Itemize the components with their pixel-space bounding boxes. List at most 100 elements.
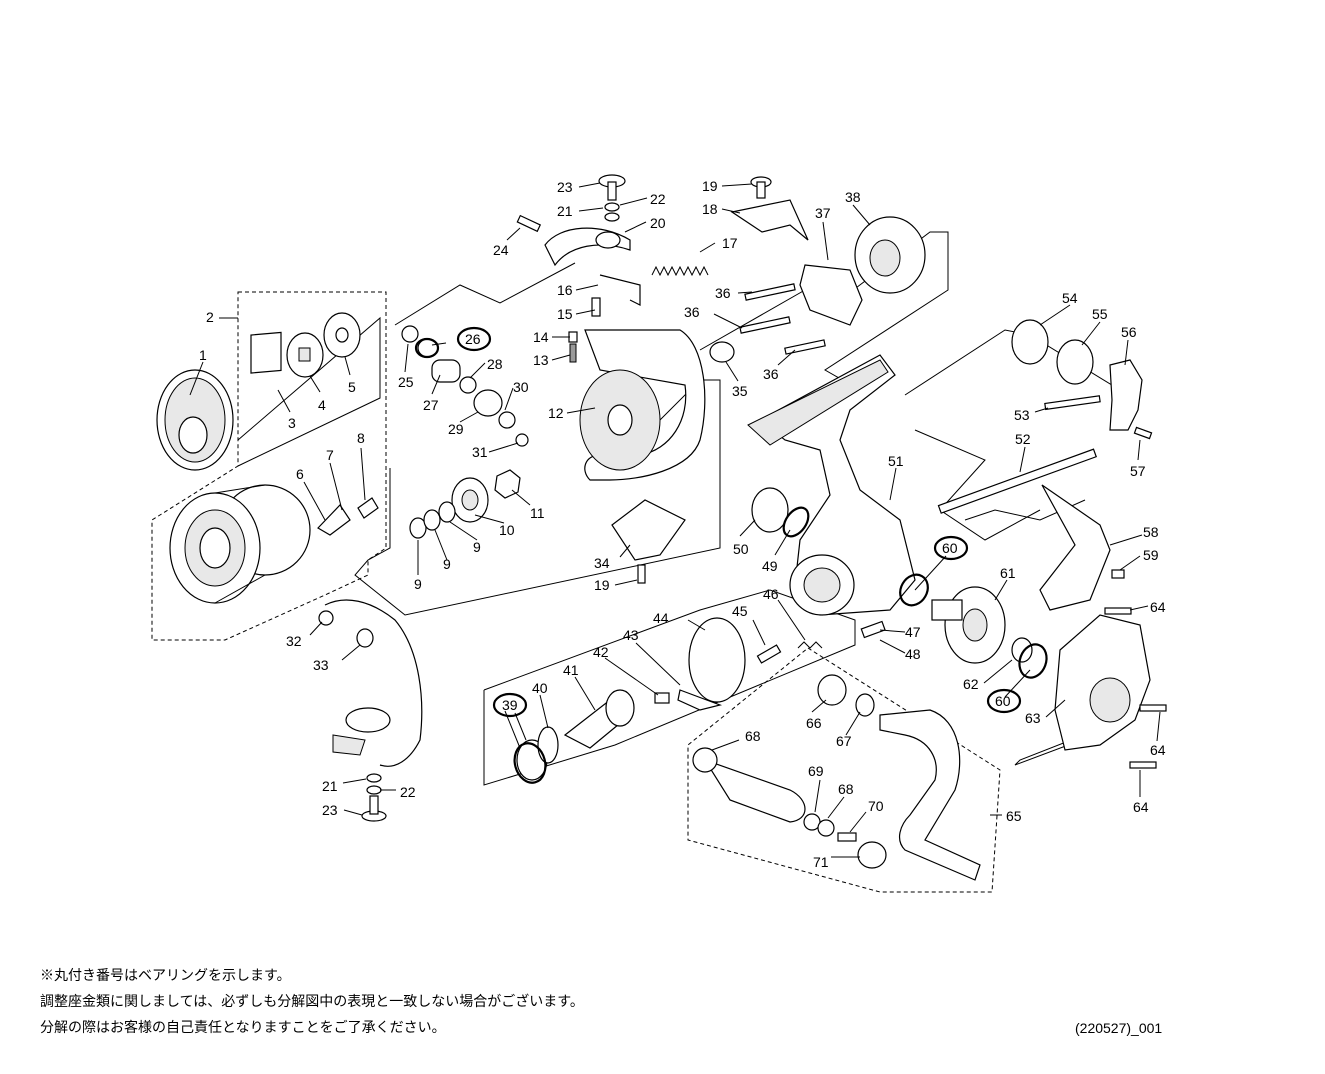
rotor-nut-38 (854, 216, 926, 294)
washer-30 (498, 411, 516, 429)
body-cover-58 (1039, 484, 1111, 611)
label-25: 25 (398, 374, 414, 390)
spring-46 (797, 641, 823, 649)
screw-64b (1139, 704, 1167, 712)
label-42: 42 (593, 644, 609, 660)
spool-assembly-dashed-box (151, 291, 387, 641)
ring-28 (459, 376, 477, 394)
label-55: 55 (1092, 306, 1108, 322)
label-2: 2 (206, 309, 214, 325)
bail-spring-17 (651, 265, 709, 277)
sleeve-27 (431, 359, 461, 383)
label-60b: 60 (995, 693, 1011, 709)
label-36a: 36 (715, 285, 731, 301)
screw-36b (739, 316, 791, 334)
drag-spring (317, 504, 351, 536)
washer-9b (423, 509, 441, 531)
label-63: 63 (1025, 710, 1041, 726)
ring-44 (688, 617, 746, 703)
gear-54 (1011, 319, 1049, 365)
label-27: 27 (423, 397, 439, 413)
gear-55 (1056, 339, 1094, 385)
washer-22-top (604, 212, 620, 222)
screw-23-bottom (361, 795, 387, 822)
handle-arm-65 (879, 709, 981, 881)
screw-70 (837, 832, 857, 842)
washer-22-bottom (366, 785, 382, 795)
screw-24 (516, 214, 542, 233)
collar-62 (1011, 637, 1033, 663)
gasket-37 (799, 264, 863, 326)
spool (169, 484, 311, 604)
reel-body (747, 354, 916, 616)
screw-42 (654, 692, 670, 704)
label-39: 39 (502, 697, 518, 713)
label-71: 71 (813, 854, 829, 870)
label-43: 43 (623, 627, 639, 643)
bail-wire-16 (599, 274, 641, 306)
label-24: 24 (493, 242, 509, 258)
label-31: 31 (472, 444, 488, 460)
label-19b: 19 (594, 577, 610, 593)
bail-arm-lower (324, 599, 423, 767)
label-33: 33 (313, 657, 329, 673)
screw-23-top (598, 174, 626, 201)
label-26: 26 (465, 331, 481, 347)
main-shaft-52 (937, 448, 1098, 514)
label-64c: 64 (1133, 799, 1149, 815)
collar-25 (401, 325, 419, 343)
spool-clicker-plate (250, 331, 282, 374)
label-69: 69 (808, 763, 824, 779)
label-22b: 22 (400, 784, 416, 800)
label-65: 65 (1006, 808, 1022, 824)
label-21b: 21 (322, 778, 338, 794)
label-12: 12 (548, 405, 564, 421)
label-5: 5 (348, 379, 356, 395)
label-8: 8 (357, 430, 365, 446)
label-19a: 19 (702, 178, 718, 194)
clip-43 (677, 689, 723, 711)
label-22a: 22 (650, 191, 666, 207)
screw-14 (568, 331, 578, 343)
label-61: 61 (1000, 565, 1016, 581)
label-34: 34 (594, 555, 610, 571)
label-54: 54 (1062, 290, 1078, 306)
label-49: 49 (762, 558, 778, 574)
label-53: 53 (1014, 407, 1030, 423)
washer-68b (817, 819, 835, 837)
note-adjustment-washers: 調整座金類に関しましては、必ずしも分解図中の表現と一致しない場合がございます。 (40, 993, 584, 1009)
part-labels: 2 1 3 4 5 6 7 8 9 9 9 10 11 12 13 14 15 … (199, 178, 1166, 870)
washer-9c (438, 501, 456, 523)
pinion-41 (563, 689, 635, 749)
bearing-markers (414, 326, 1048, 784)
bearing-29 (473, 389, 503, 417)
side-cover-63 (1054, 614, 1151, 751)
label-35: 35 (732, 383, 748, 399)
collar-35 (709, 341, 735, 363)
washer-40 (537, 726, 559, 764)
label-47: 47 (905, 624, 921, 640)
label-36b: 36 (684, 304, 700, 320)
label-20: 20 (650, 215, 666, 231)
label-37: 37 (815, 205, 831, 221)
label-18: 18 (702, 201, 718, 217)
spool-washer-4 (286, 332, 324, 378)
label-15: 15 (557, 306, 573, 322)
screw-45 (756, 644, 782, 664)
leader-lines (189, 182, 1161, 858)
bail-cover-18 (730, 199, 809, 241)
screw-59 (1111, 569, 1125, 579)
label-30: 30 (513, 379, 529, 395)
collar-50 (751, 487, 789, 533)
collar-33 (356, 628, 374, 648)
rotor-cover-34 (611, 499, 686, 561)
label-64b: 64 (1150, 742, 1166, 758)
label-67: 67 (836, 733, 852, 749)
label-23b: 23 (322, 802, 338, 818)
note-bearing-legend: ※丸付き番号はベアリングを示します。 (40, 967, 291, 983)
label-52: 52 (1015, 431, 1031, 447)
label-68b: 68 (838, 781, 854, 797)
label-66: 66 (806, 715, 822, 731)
note-disassembly-responsibility: 分解の際はお客様の自己責任となりますことをご了承ください。 (40, 1019, 446, 1035)
